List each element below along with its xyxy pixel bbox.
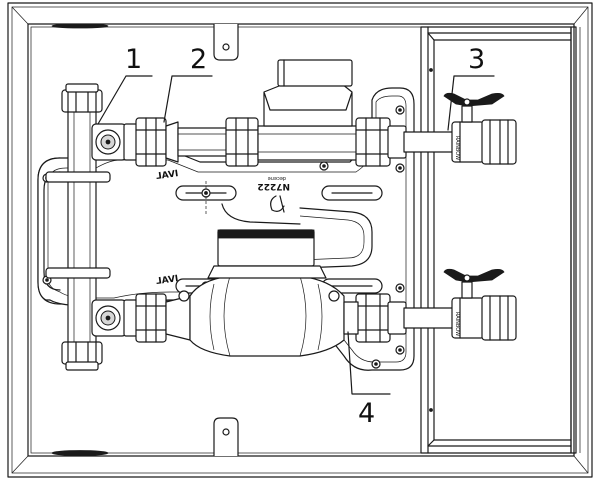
callout-4: 4: [358, 398, 375, 429]
callout-3: 3: [468, 44, 485, 75]
ball-valve-upper: RAINBOW: [443, 92, 517, 165]
mounting-tab-top: [213, 24, 239, 61]
svg-text:IVAL: IVAL: [155, 274, 179, 287]
brand-top-label: IVAL: [155, 169, 179, 182]
valve-tag-upper: RAINBOW: [454, 136, 460, 160]
brand-bottom-label: IVAL: [155, 274, 179, 287]
logo-mark: [270, 195, 285, 213]
plate-stamp: N7222 decene: [257, 175, 290, 191]
leader-lines: [97, 75, 495, 395]
callout-1: 1: [125, 44, 142, 75]
plate-code: N7222: [257, 181, 290, 191]
cabinet-frame: [7, 2, 593, 478]
door-panel: [420, 26, 581, 454]
valve-tag-lower: RAINBOW: [454, 312, 460, 336]
upper-pipeline: [123, 59, 457, 167]
svg-text:IVAL: IVAL: [155, 169, 179, 182]
mounting-tab-bottom: [213, 417, 239, 456]
left-collector: [45, 83, 127, 371]
lower-pipeline: [123, 229, 457, 357]
callout-2: 2: [190, 44, 207, 75]
plate-sub: decene: [268, 175, 286, 181]
ball-valve-lower: RAINBOW: [443, 268, 517, 341]
